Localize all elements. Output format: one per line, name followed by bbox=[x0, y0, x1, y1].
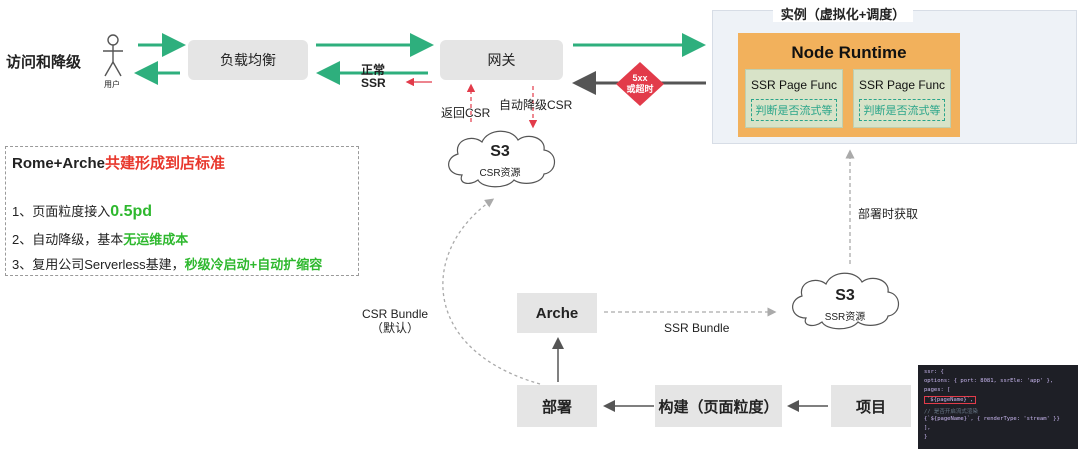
card-line-3-highlight: 秒级冷启动+自动扩缩容 bbox=[184, 257, 323, 272]
card-line-2-text: 2、自动降级，基本 bbox=[12, 232, 124, 247]
ssr-cloud-shape bbox=[792, 272, 900, 330]
label-csr-bundle-line2: （默认） bbox=[371, 321, 420, 335]
card-line-2-highlight: 无运维成本 bbox=[123, 232, 189, 247]
label-return-csr: 返回CSR bbox=[441, 106, 491, 120]
card-line-1-highlight: 0.5pd bbox=[110, 203, 153, 220]
project-node: 项目 bbox=[831, 385, 911, 427]
ssr-page-func-title-2: SSR Page Func bbox=[858, 78, 946, 92]
label-auto-degrade-csr: 自动降级CSR bbox=[499, 98, 573, 112]
label-error: 5xx 或超时 bbox=[620, 73, 660, 95]
load-balancer-node: 负载均衡 bbox=[188, 40, 308, 80]
ssr-page-func-box-1 bbox=[745, 69, 843, 128]
csr-cloud-subtitle: CSR资源 bbox=[479, 168, 521, 179]
build-node: 构建（页面粒度） bbox=[655, 385, 782, 427]
label-ssr-bundle: SSR Bundle bbox=[664, 321, 730, 335]
deploy-node: 部署 bbox=[517, 385, 597, 427]
node-runtime-title: Node Runtime bbox=[791, 43, 907, 62]
ssr-page-func-title-1: SSR Page Func bbox=[750, 78, 838, 92]
ssr-cloud-title: S3 bbox=[835, 287, 855, 304]
error-diamond bbox=[616, 62, 664, 106]
card-title: Rome+Arche共建形成到店标准 bbox=[12, 152, 225, 173]
label-normal-ssr-line1: 正常 bbox=[361, 63, 386, 77]
card-title-main: Rome+Arche bbox=[12, 155, 105, 172]
code-snippet: ssr: { options: { port: 8081, ssrEle: 'a… bbox=[918, 365, 1078, 449]
left-title: 访问和降级 bbox=[6, 54, 82, 71]
code-line-4: `${pageName}`, bbox=[924, 396, 977, 404]
user-figure-icon bbox=[103, 34, 123, 77]
arche-node: Arche bbox=[517, 293, 597, 333]
ssr-cloud: S3 SSR资源 bbox=[815, 287, 875, 323]
code-line-2: options: { port: 8081, ssrEle: 'app' }, bbox=[924, 378, 1054, 384]
csr-cloud: S3 CSR资源 bbox=[470, 143, 530, 179]
code-line-8: } bbox=[924, 434, 928, 440]
label-csr-bundle: CSR Bundle （默认） bbox=[362, 307, 428, 335]
standard-card bbox=[5, 146, 359, 276]
code-line-3: pages: [ bbox=[924, 387, 951, 393]
label-normal-ssr-line2: SSR bbox=[361, 76, 386, 90]
gateway-node: 网关 bbox=[440, 40, 563, 80]
code-line-7: ], bbox=[924, 425, 931, 431]
label-error-line2: 或超时 bbox=[626, 84, 654, 94]
card-line-1-text: 1、页面粒度接入 bbox=[12, 204, 111, 219]
card-line-2: 2、自动降级，基本无运维成本 bbox=[12, 229, 188, 248]
label-normal-ssr: 正常 SSR bbox=[361, 64, 386, 90]
csr-cloud-title: S3 bbox=[490, 143, 510, 160]
user-label: 用户 bbox=[104, 80, 120, 89]
arrow-deploy-to-csr bbox=[442, 198, 541, 385]
label-error-line1: 5xx bbox=[632, 73, 648, 83]
card-line-3: 3、复用公司Serverless基建，秒级冷启动+自动扩缩容 bbox=[12, 254, 322, 273]
label-deploy-fetch: 部署时获取 bbox=[858, 207, 919, 221]
code-line-6: {`${pageName}`, { renderType: 'stream' }… bbox=[924, 416, 1060, 422]
card-line-1: 1、页面粒度接入0.5pd bbox=[12, 201, 152, 221]
instance-title: 实例（虚拟化+调度） bbox=[773, 4, 913, 22]
code-line-1: ssr: { bbox=[924, 369, 944, 375]
ssr-page-func-box-2 bbox=[853, 69, 951, 128]
card-line-3-text: 3、复用公司Serverless基建， bbox=[12, 257, 185, 272]
card-title-highlight: 共建形成到店标准 bbox=[104, 155, 225, 172]
ssr-page-func-note-2: 判断是否流式等 bbox=[859, 99, 945, 121]
code-line-5: // 是否开启流式渲染 bbox=[924, 409, 978, 415]
label-csr-bundle-line1: CSR Bundle bbox=[362, 307, 429, 321]
csr-cloud-shape bbox=[448, 130, 556, 188]
ssr-cloud-subtitle: SSR资源 bbox=[824, 312, 866, 323]
ssr-page-func-note-1: 判断是否流式等 bbox=[751, 99, 837, 121]
